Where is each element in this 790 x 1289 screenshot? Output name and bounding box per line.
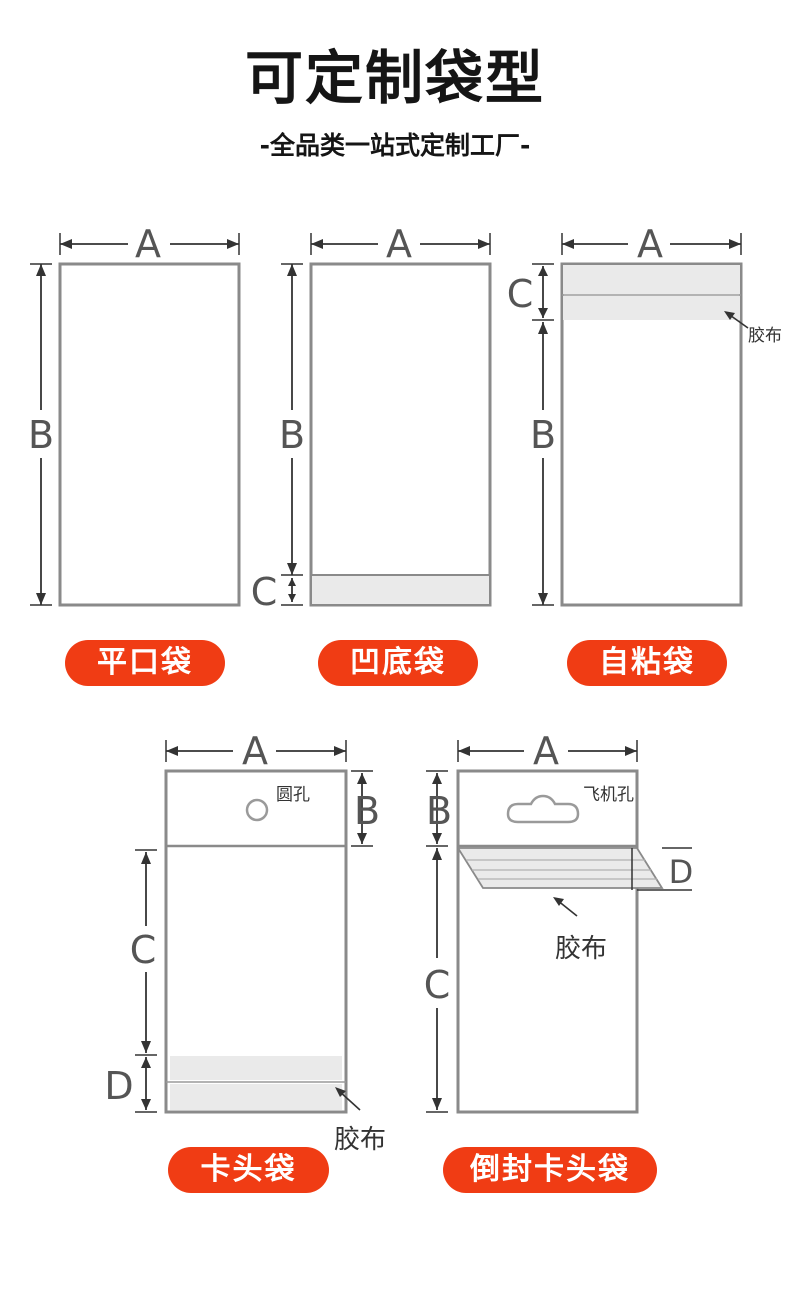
arrow-head — [287, 563, 297, 575]
dim-label-c: C — [507, 272, 534, 316]
dim-label-b: B — [426, 789, 452, 833]
dim-label-a: A — [533, 729, 559, 773]
bag-reverse-seal-header-diagram: A B C 飞机孔 D 胶布 — [424, 729, 694, 1114]
dim-label-a: A — [135, 222, 161, 266]
arrow-head — [141, 852, 151, 864]
bag-gusset-diagram: A B C — [251, 222, 492, 614]
arrow-head — [36, 264, 46, 276]
dim-label-a: A — [637, 222, 663, 266]
arrow-head — [334, 746, 346, 756]
dim-label-a: A — [386, 222, 412, 266]
plane-hole-icon — [506, 794, 580, 824]
dim-label-d: D — [669, 853, 694, 891]
plane-hole-label: 飞机孔 — [583, 785, 634, 805]
bag-outline — [309, 262, 492, 607]
arrow-head — [227, 239, 239, 249]
arrow-head — [141, 1057, 151, 1068]
arrow-head — [141, 1041, 151, 1053]
dim-label-b: B — [28, 413, 54, 457]
bag-outline — [560, 262, 743, 607]
arrow-head — [60, 239, 72, 249]
page-subtitle: -全品类一站式定制工厂- — [259, 131, 531, 160]
bag-header-card-diagram: A B C D 圆孔 胶布 — [104, 729, 386, 1155]
flap-area — [563, 265, 740, 294]
bag-flat-diagram: A B — [28, 222, 241, 607]
bag-outline — [164, 769, 348, 1114]
arrow-head — [166, 746, 178, 756]
arrow-head — [141, 1099, 151, 1110]
arrow-head — [432, 773, 442, 784]
dim-label-b: B — [530, 413, 556, 457]
flap-area — [170, 1056, 342, 1080]
dim-label-c: C — [251, 570, 278, 614]
arrow-head — [729, 239, 741, 249]
tape-strip — [170, 1084, 342, 1110]
bag-type-label-reverse-seal-header: 倒封卡头袋 — [443, 1147, 657, 1193]
arrow-head — [287, 264, 297, 276]
arrow-head — [553, 897, 564, 906]
arrow-head — [335, 1087, 346, 1097]
bag-self-adhesive-diagram: A C B 胶布 — [507, 222, 782, 607]
tape-label: 胶布 — [748, 326, 782, 346]
arrow-head — [357, 773, 367, 784]
arrow-head — [538, 593, 548, 605]
bag-type-label-gusset: 凹底袋 — [318, 640, 478, 686]
arrow-head — [538, 322, 548, 334]
dim-label-a: A — [242, 729, 268, 773]
arrow-head — [36, 593, 46, 605]
arrow-head — [288, 578, 296, 586]
arrow-head — [478, 239, 490, 249]
arrow-head — [432, 833, 442, 844]
arrow-head — [724, 311, 735, 320]
bag-type-label-header-card: 卡头袋 — [168, 1147, 329, 1193]
arrow-head — [538, 266, 548, 276]
dim-label-c: C — [130, 928, 157, 972]
bag-outline — [58, 262, 241, 607]
dim-label-b: B — [354, 789, 380, 833]
arrow-head — [311, 239, 323, 249]
arrow-head — [432, 848, 442, 860]
bag-outline — [456, 769, 639, 1114]
tape-label: 胶布 — [334, 1125, 386, 1155]
bottom-gusset-area — [312, 576, 489, 604]
round-hole-icon — [245, 798, 269, 822]
arrow-head — [538, 308, 548, 318]
arrow-head — [562, 239, 574, 249]
page-title: 可定制袋型 — [244, 44, 545, 112]
tape-strip — [563, 296, 740, 320]
arrow-head — [458, 746, 470, 756]
tape-label: 胶布 — [555, 934, 607, 964]
round-hole-label: 圆孔 — [276, 785, 310, 805]
arrow-head — [288, 594, 296, 602]
dim-label-b: B — [279, 413, 305, 457]
dim-label-c: C — [424, 963, 451, 1007]
arrow-head — [357, 833, 367, 844]
arrow-head — [432, 1098, 442, 1110]
reverse-seal-tape — [456, 847, 664, 889]
bag-type-label-flat: 平口袋 — [65, 640, 225, 686]
dim-label-d: D — [104, 1064, 133, 1108]
bag-type-label-self-adhesive: 自粘袋 — [567, 640, 727, 686]
arrow-head — [625, 746, 637, 756]
